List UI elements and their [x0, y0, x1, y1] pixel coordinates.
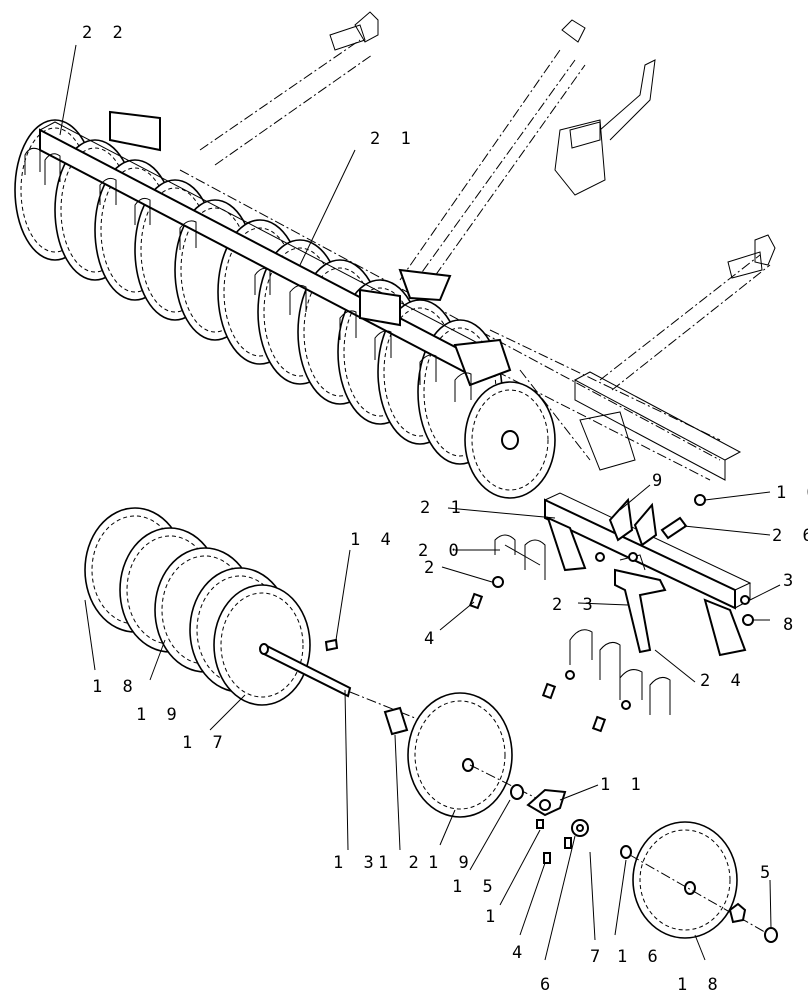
callout-4-upper: 4 — [424, 629, 439, 649]
callout-11: 1 1 — [600, 775, 646, 795]
bearing-6 — [571, 819, 589, 837]
callout-7: 7 — [590, 947, 605, 967]
callout-12: 1 2 — [378, 853, 424, 873]
sub-frame-21 — [544, 492, 752, 657]
hitch-bracket-right — [727, 234, 776, 279]
callout-21-right: 2 1 — [420, 498, 466, 518]
callout-19-lower: 1 9 — [428, 853, 474, 873]
bushing-15 — [510, 784, 524, 800]
hitch-bracket-left — [329, 11, 379, 51]
nut-5 — [728, 902, 778, 943]
callout-19-left: 1 9 — [136, 705, 182, 725]
bracket-23-24 — [614, 554, 667, 654]
callout-labels: 2 2 2 1 9 1 0 2 1 2 6 2 0 1 4 2 2 3 3 8 … — [82, 23, 808, 995]
callout-10: 1 0 — [776, 483, 808, 503]
bolts-1-4 — [536, 819, 572, 864]
callout-17: 1 7 — [182, 733, 228, 753]
callout-20: 2 0 — [418, 541, 464, 561]
roller-stack-lower — [84, 507, 311, 706]
callout-9: 9 — [652, 471, 667, 491]
wheel-18 — [629, 821, 771, 939]
callout-18-right: 1 8 — [677, 975, 723, 995]
callout-26: 2 6 — [772, 526, 808, 546]
callout-16: 1 6 — [617, 947, 663, 967]
callout-2: 2 — [424, 558, 439, 578]
callout-1: 1 — [485, 907, 500, 927]
spacer-12 — [383, 706, 409, 736]
bearing-11 — [526, 788, 567, 817]
pin-14 — [324, 638, 339, 652]
callout-8: 8 — [783, 615, 798, 635]
axle-shaft-13 — [259, 643, 421, 721]
callout-22-top: 2 2 — [82, 23, 128, 43]
callout-3: 3 — [783, 571, 798, 591]
callout-23: 2 3 — [552, 595, 598, 615]
u-bolts-lower — [569, 629, 671, 715]
callout-6: 6 — [540, 975, 555, 995]
callout-24: 2 4 — [700, 671, 746, 691]
callout-5: 5 — [760, 863, 775, 883]
callout-21-top: 2 1 — [370, 129, 416, 149]
callout-4-lower: 4 — [512, 943, 527, 963]
callout-13: 1 3 — [333, 853, 379, 873]
callout-18-left: 1 8 — [92, 677, 138, 697]
frame-beam-upper — [39, 110, 512, 387]
callout-14: 1 4 — [350, 530, 396, 550]
wheel-19 — [407, 692, 541, 818]
frame-tube-right — [574, 371, 742, 481]
washer-16 — [620, 845, 632, 859]
hitch-bracket-center — [554, 19, 656, 196]
leader-lines — [59, 44, 781, 961]
small-hardware — [468, 494, 754, 733]
u-bolt-20 — [494, 534, 546, 580]
callout-15: 1 5 — [452, 877, 498, 897]
u-bolts-upper — [24, 147, 472, 402]
